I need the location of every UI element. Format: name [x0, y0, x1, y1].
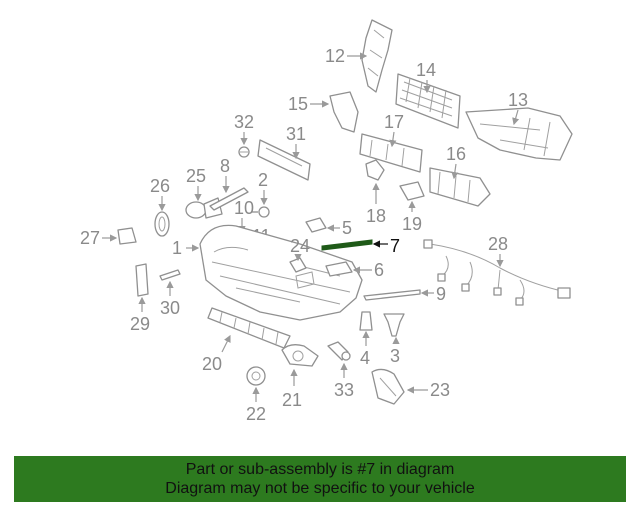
- part-21-fog-bezel: [281, 344, 319, 367]
- part-30-clip: [159, 269, 181, 281]
- callout-33: 33: [334, 380, 354, 400]
- part-15-bracket: [329, 91, 359, 133]
- part-9-strip: [363, 289, 421, 301]
- callout-26: 26: [150, 176, 170, 196]
- callout-23: 23: [430, 380, 450, 400]
- part-26-ring: [154, 211, 170, 237]
- callout-12: 12: [325, 46, 345, 66]
- callout-5: 5: [342, 218, 352, 238]
- info-banner: Part or sub-assembly is #7 in diagram Di…: [14, 456, 626, 502]
- part-1-bumper-cover: [199, 224, 363, 321]
- callout-25: 25: [186, 166, 206, 186]
- callout-27: 27: [80, 228, 100, 248]
- part-32-screw: [238, 146, 250, 158]
- callout-3: 3: [390, 346, 400, 366]
- callout-24: 24: [290, 236, 310, 256]
- callout-8: 8: [220, 156, 230, 176]
- part-28-wiring-harness: [423, 239, 571, 306]
- callout-19: 19: [402, 214, 422, 234]
- callout-22: 22: [246, 404, 266, 424]
- part-3-rivet: [383, 313, 405, 337]
- part-16-absorber: [429, 167, 491, 207]
- part-2-bolt: [252, 206, 270, 218]
- callout-31: 31: [286, 124, 306, 144]
- callout-20: 20: [202, 354, 222, 374]
- callout-17: 17: [384, 112, 404, 132]
- callout-32: 32: [234, 112, 254, 132]
- callout-21: 21: [282, 390, 302, 410]
- part-29-bracket: [135, 263, 149, 297]
- part-17-reinforcement: [359, 133, 423, 173]
- part-23-fog-trim: [371, 368, 405, 405]
- part-12-bracket: [361, 19, 393, 93]
- part-8-strip: [209, 187, 249, 211]
- callout-1: 1: [172, 238, 182, 258]
- callout-30: 30: [160, 298, 180, 318]
- callout-18: 18: [366, 206, 386, 226]
- callout-7: 7: [390, 236, 400, 256]
- part-7-strip-highlighted: [321, 239, 373, 251]
- callout-29: 29: [130, 314, 150, 334]
- part-18-clip: [365, 159, 385, 181]
- banner-line-1: Part or sub-assembly is #7 in diagram: [185, 461, 455, 478]
- banner-line-2: Diagram may not be specific to your vehi…: [165, 480, 475, 497]
- callout-4: 4: [360, 348, 370, 368]
- callout-10: 10: [234, 198, 254, 218]
- callout-2: 2: [258, 170, 268, 190]
- callout-28: 28: [488, 234, 508, 254]
- part-14-grille: [395, 73, 461, 129]
- callout-15: 15: [288, 94, 308, 114]
- callout-9: 9: [436, 284, 446, 304]
- part-27-clip: [117, 227, 137, 245]
- part-13-shield: [465, 107, 573, 161]
- parts-diagram: 12 14 13 15 17 16 18 19: [80, 19, 573, 424]
- part-19-mount: [399, 181, 425, 201]
- part-4-clip: [359, 311, 373, 331]
- part-33-bulb: [327, 341, 351, 361]
- callout-6: 6: [374, 260, 384, 280]
- callout-16: 16: [446, 144, 466, 164]
- part-6-trim: [325, 261, 353, 277]
- callout-14: 14: [416, 60, 436, 80]
- callout-13: 13: [508, 90, 528, 110]
- part-5-cover: [305, 217, 327, 233]
- part-22-grommet: [246, 366, 266, 386]
